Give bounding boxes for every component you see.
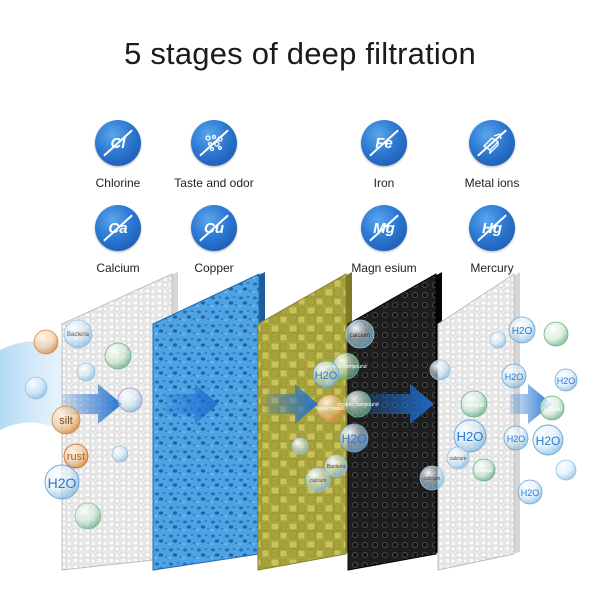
contaminant-copper: Cu Copper xyxy=(159,205,269,275)
svg-text:calcium: calcium xyxy=(310,478,327,484)
flow-arrow xyxy=(265,384,318,424)
svg-text:calcium: calcium xyxy=(450,456,467,462)
svg-text:H2O: H2O xyxy=(536,434,561,448)
svg-text:mineral: mineral xyxy=(542,407,562,413)
bubble-mineral: mineral xyxy=(472,458,496,482)
bubble-h2o: H2O xyxy=(554,368,578,392)
bubble-silt: silt xyxy=(51,405,81,435)
bubble-h2o: H2O xyxy=(453,419,487,453)
contaminant-mercury: Hg Mercury xyxy=(437,205,547,275)
stage-5-white-filter xyxy=(437,272,520,571)
svg-text:H2O: H2O xyxy=(315,370,338,382)
calcium-icon: Ca xyxy=(95,205,141,251)
bubble-h2o: H2O xyxy=(517,479,543,505)
flow-arrow xyxy=(165,384,218,424)
svg-text:H2O: H2O xyxy=(505,372,524,382)
contaminant-taste-odor: Taste and odor xyxy=(159,120,269,190)
svg-text:calcium: calcium xyxy=(424,476,441,482)
contaminant-chlorine: Cl Chlorine xyxy=(63,120,173,190)
svg-text:H2O: H2O xyxy=(512,326,533,337)
bubble xyxy=(104,342,132,370)
svg-text:rust: rust xyxy=(67,451,85,463)
bubble-h2o: H2O xyxy=(503,425,529,451)
bubble-h2o: H2O xyxy=(501,363,527,389)
bubble-h2o: H2O xyxy=(532,424,564,456)
mercury-icon: Hg xyxy=(469,205,515,251)
contaminant-label: Metal ions xyxy=(464,176,520,190)
bubble-h2o: H2O xyxy=(312,360,340,388)
metal-ions-icon xyxy=(469,120,515,166)
contaminant-label: Calcium xyxy=(96,261,140,275)
bubble-rust: rust xyxy=(63,443,89,469)
bubble-h2o: H2O xyxy=(339,423,369,453)
bubble xyxy=(291,437,309,455)
svg-text:Bacteria: Bacteria xyxy=(67,332,90,338)
bubble-bacteria: Bacteria xyxy=(324,454,348,478)
bubble xyxy=(117,387,143,413)
bubble xyxy=(111,445,129,463)
bubble-mineral: mineral xyxy=(539,395,565,421)
contaminant-label: Taste and odor xyxy=(174,176,254,190)
contaminant-label: Copper xyxy=(194,261,234,275)
contaminant-calcium: Ca Calcium xyxy=(63,205,173,275)
contaminant-label: Mercury xyxy=(470,261,514,275)
bubble xyxy=(555,459,577,481)
bubble-calcium: calcium xyxy=(446,446,470,470)
bubble-h2o: H2O xyxy=(508,316,536,344)
bubble xyxy=(429,359,451,381)
bubble xyxy=(489,331,507,349)
svg-text:organic compound: organic compound xyxy=(337,402,378,408)
page-title: 5 stages of deep filtration xyxy=(124,36,476,71)
contaminant-magnesium: Mg Magn esium xyxy=(329,205,439,275)
svg-text:H2O: H2O xyxy=(48,475,77,491)
filtration-illustration: Bacteria silt rust H2O calcium organic c… xyxy=(0,272,578,571)
svg-text:H2O: H2O xyxy=(521,488,540,498)
bubble-mineral: mineral xyxy=(460,390,488,418)
bubble xyxy=(24,376,48,400)
bubble-h2o: H2O xyxy=(44,464,80,500)
svg-text:H2O: H2O xyxy=(457,429,484,444)
bubble xyxy=(543,321,569,347)
svg-text:mineral: mineral xyxy=(464,403,484,409)
svg-text:H2O: H2O xyxy=(507,434,526,444)
copper-icon: Cu xyxy=(191,205,237,251)
bubble xyxy=(33,329,59,355)
svg-text:H2O: H2O xyxy=(557,376,576,386)
stage-4-black-filter xyxy=(347,272,442,571)
bubble-heavy-metals: heavy metals xyxy=(315,394,345,422)
svg-text:H2O: H2O xyxy=(342,432,367,446)
svg-text:heavy metals: heavy metals xyxy=(315,406,345,412)
bubble xyxy=(76,362,96,382)
magnesium-icon: Mg xyxy=(361,205,407,251)
svg-text:organic compound: organic compound xyxy=(325,364,366,370)
contaminant-iron: Fe Iron xyxy=(329,120,439,190)
contaminant-metal-ions: Metal ions xyxy=(437,120,547,190)
svg-text:calcium: calcium xyxy=(350,333,370,339)
stage-2-blue-filter xyxy=(152,272,265,571)
bubble-calcium: calcium xyxy=(305,467,331,493)
bubble-bacteria: Bacteria xyxy=(63,319,93,349)
svg-text:Bacteria: Bacteria xyxy=(327,464,346,470)
svg-text:silt: silt xyxy=(59,415,72,427)
iron-icon: Fe xyxy=(361,120,407,166)
contaminant-label: Iron xyxy=(373,176,395,190)
bubble-calcium: calcium xyxy=(345,319,375,349)
stage-3-yellow-filter xyxy=(257,272,352,571)
flow-arrow xyxy=(360,384,434,424)
svg-text:mineral: mineral xyxy=(476,468,492,474)
bubble-organic-compound: organic compound xyxy=(337,390,379,418)
bubble-calcium: calcium xyxy=(419,465,445,491)
chlorine-icon: Cl xyxy=(95,120,141,166)
flow-arrow xyxy=(510,384,552,424)
taste-odor-icon xyxy=(191,120,237,166)
bubble xyxy=(74,502,102,530)
contaminant-label: Chlorine xyxy=(95,176,141,190)
contaminant-label: Magn esium xyxy=(351,261,417,275)
